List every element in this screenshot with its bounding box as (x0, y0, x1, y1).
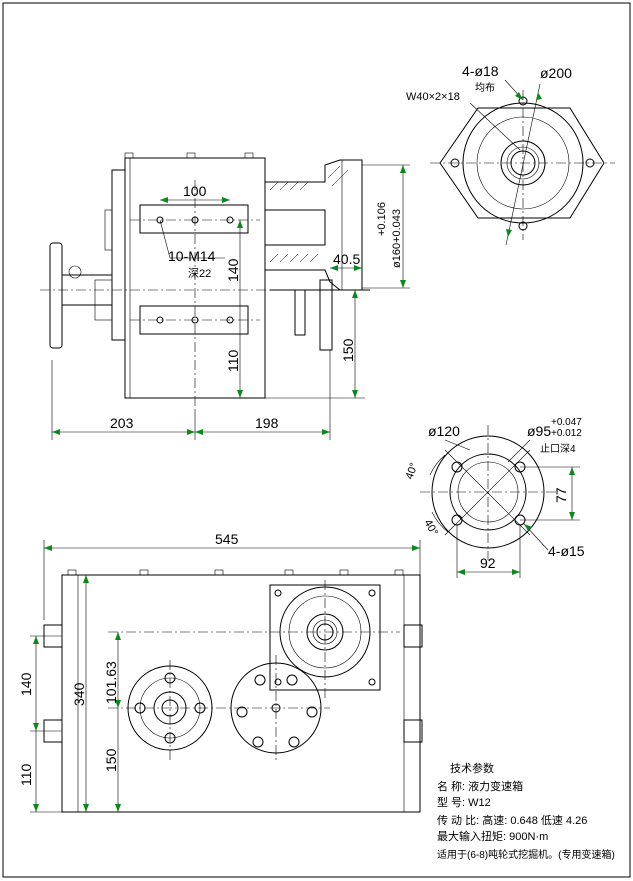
tech-notes: 技术参数 名 称: 液力变速箱 型 号: W12 传 动 比: 高速: 0.64… (437, 761, 615, 861)
mount-view: ø120 ø95 +0.047 +0.012 止口深4 40° 40° 77 9… (404, 417, 585, 578)
side-housing (61, 574, 421, 813)
dim-200-label: ø200 (540, 65, 572, 81)
dim-140-label: 140 (225, 258, 241, 282)
dim-4-15-label: 4-ø15 (548, 543, 585, 559)
dim-4-18-note: 均布 (475, 82, 495, 94)
dim-110-front-label: 110 (225, 349, 241, 372)
dim-10-m14-label: 10-M14 (168, 248, 216, 264)
flange-view: 4-ø18 均布 ø200 W40×2×18 (406, 63, 615, 246)
dim-101-63-label: 101.63 (103, 661, 119, 704)
notes-line5: 适用于(6-8)吨轮式挖掘机。(专用变速箱) (437, 848, 615, 861)
side-dimensions: 545 140 110 340 101.63 150 (18, 531, 421, 812)
dim-40-5-label: 40.5 (333, 251, 360, 267)
dim-203-label: 203 (110, 415, 134, 431)
dim-w40-label: W40×2×18 (406, 91, 460, 103)
notes-line3: 传 动 比: 高速: 0.648 低速 4.26 (437, 813, 587, 827)
dim-95-note: 止口深4 (540, 443, 576, 455)
dim-92-label: 92 (480, 555, 496, 571)
dim-110-side-label: 110 (18, 763, 34, 786)
dim-4-18-label: 4-ø18 (462, 63, 499, 79)
front-dimensions: 100 10-M14 深22 140 110 150 203 198 40.5 (51, 164, 410, 440)
dim-150-front-label: 150 (340, 338, 356, 362)
dim-545-label: 545 (215, 531, 239, 547)
notes-line1: 名 称: 液力变速箱 (437, 779, 523, 793)
dim-95-upper: +0.047 (551, 417, 582, 428)
dim-tol-upper-label: +0.106 (376, 202, 388, 236)
dim-tol-lower-label: ø160+0.043 (391, 209, 403, 268)
notes-line4: 最大输入扭矩: 900N·m (437, 829, 548, 843)
front-view (40, 152, 370, 410)
upper-bolt-pad (139, 204, 249, 234)
dim-150-side-label: 150 (103, 748, 119, 772)
notes-title: 技术参数 (450, 761, 494, 775)
dim-95-label: ø95 (527, 423, 551, 439)
output-flange-section (264, 159, 363, 291)
dim-95-lower: +0.012 (551, 428, 582, 439)
side-view (30, 569, 423, 813)
dim-140-side-label: 140 (18, 672, 34, 696)
flange-square (439, 107, 605, 219)
dim-120-label: ø120 (428, 423, 460, 439)
dim-40-a-label: 40° (404, 461, 421, 481)
dim-depth-22-label: 深22 (188, 267, 211, 280)
dim-77-label: 77 (553, 487, 569, 503)
dim-100-label: 100 (183, 183, 207, 199)
handwheel (49, 242, 63, 349)
dim-198-label: 198 (255, 415, 279, 431)
notes-line2: 型 号: W12 (437, 795, 491, 809)
dim-340-label: 340 (71, 682, 87, 706)
